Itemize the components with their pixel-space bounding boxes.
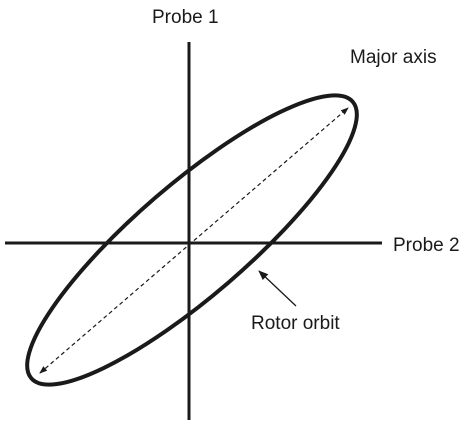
probe-1-label: Probe 1: [152, 7, 219, 28]
rotor-orbit-ellipse: [25, 93, 359, 387]
rotor-orbit-pointer-arrow: [258, 270, 297, 307]
probe-2-label: Probe 2: [393, 235, 460, 256]
rotor-orbit-label: Rotor orbit: [251, 313, 340, 334]
major-axis-line: [39, 107, 349, 374]
major-axis-label: Major axis: [350, 47, 437, 68]
